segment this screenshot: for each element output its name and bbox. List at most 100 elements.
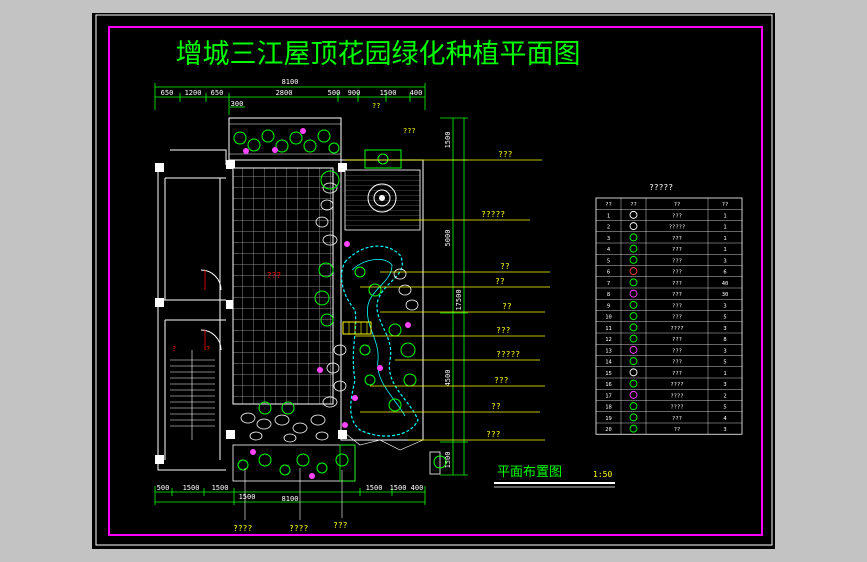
right-dim: 17500 — [455, 289, 463, 310]
legend-cell-qty: 3 — [723, 303, 726, 309]
top-dim: 1200 — [185, 89, 202, 97]
plan-subtitle: 平面布置图 — [497, 465, 562, 480]
callout: ?? — [500, 262, 510, 271]
planter-box — [364, 149, 402, 169]
legend-cell-qty: 3 — [723, 258, 726, 264]
plant-symbol-icon — [629, 289, 638, 298]
plant-symbol-icon — [629, 323, 638, 332]
legend-cell-qty: 3 — [723, 326, 726, 332]
plant-symbol-icon — [629, 390, 638, 399]
legend-cell-name: ??? — [672, 337, 682, 343]
legend-cell-name: ???? — [670, 326, 683, 332]
bottom-label: ???? — [233, 524, 252, 533]
plant-symbol-icon — [629, 379, 638, 388]
callout: ??? — [494, 376, 509, 385]
legend-cell-no: 18 — [605, 405, 612, 411]
legend-cell-name: ???? — [670, 393, 683, 399]
legend-cell-no: 1 — [607, 213, 610, 219]
callout: ????? — [496, 350, 520, 359]
top-label: ?? — [372, 102, 380, 110]
legend-cell-no: 3 — [607, 236, 610, 242]
legend-cell-no: 7 — [607, 281, 610, 287]
svg-text:?: ? — [206, 345, 210, 353]
right-top-label: ??? — [403, 127, 416, 135]
top-dim: 650 — [211, 89, 224, 97]
legend-header: ?? — [605, 202, 612, 208]
top-dim: 400 — [410, 89, 423, 97]
callout: ?? — [491, 402, 501, 411]
plant-symbol-icon — [629, 233, 638, 242]
bottom-label: ??? — [333, 521, 348, 530]
legend-cell-qty: 1 — [723, 213, 726, 219]
plant-symbol-icon — [629, 278, 638, 287]
legend-cell-name: ??? — [672, 292, 682, 298]
garden-plants — [258, 170, 417, 428]
plant-symbol-icon — [629, 413, 638, 422]
pond — [341, 245, 419, 437]
legend-header: ?? — [674, 202, 681, 208]
legend-cell-qty: 1 — [723, 236, 726, 242]
bottom-dimension-lines — [154, 486, 426, 505]
top-dim: 650 — [161, 89, 174, 97]
legend-cell-qty: 30 — [722, 292, 729, 298]
callout: ????? — [481, 210, 505, 219]
legend-cell-name: ??? — [672, 348, 682, 354]
legend-cell-qty: 3 — [723, 348, 726, 354]
legend-cell-no: 13 — [605, 348, 612, 354]
legend-cell-name: ??? — [672, 360, 682, 366]
inner-frame — [108, 26, 763, 536]
legend-cell-name: ?? — [674, 427, 681, 433]
bottom-labels: ???? ???? ??? — [233, 521, 348, 533]
bottom-dim: 400 — [411, 484, 424, 492]
legend-cell-name: ??? — [672, 281, 682, 287]
top-dim-total: 8100 — [282, 78, 299, 86]
callout-texts: ??? ????? ?? ?? ?? ??? ????? ??? ?? ??? — [481, 150, 520, 439]
right-dimension-texts: 1500 5000 17500 4500 1500 — [444, 132, 463, 469]
legend-cell-no: 10 — [605, 315, 612, 321]
legend-cell-name: ??? — [672, 315, 682, 321]
stepping-stones — [240, 182, 419, 443]
right-dimension-lines — [440, 117, 468, 476]
plant-symbol-icon — [629, 244, 638, 253]
bottom-plants — [237, 449, 349, 479]
outer-frame — [95, 14, 773, 546]
legend-cell-name: ???? — [670, 405, 683, 411]
top-hedge-plants — [233, 128, 340, 154]
legend-cell-qty: 6 — [723, 270, 726, 276]
legend-header: ?? — [722, 202, 729, 208]
legend-table: ????????1???12?????13???14???15???36???6… — [595, 197, 743, 435]
legend-cell-name: ??? — [672, 303, 682, 309]
legend-cell-no: 2 — [607, 225, 610, 231]
top-dimension-texts: 8100 650 1200 650 2800 500 900 1500 400 … — [161, 78, 423, 108]
paving-label: ??? — [267, 271, 282, 280]
top-dim: 1500 — [380, 89, 397, 97]
legend-cell-no: 9 — [607, 303, 610, 309]
drawing-sheet — [92, 13, 775, 549]
top-dimension-lines — [154, 83, 426, 115]
callout: ??? — [498, 150, 513, 159]
legend-cell-name: ??? — [672, 416, 682, 422]
bottom-dim-sub: 1500 — [239, 493, 256, 501]
legend-cell-no: 17 — [605, 393, 612, 399]
legend-cell-no: 6 — [607, 270, 610, 276]
legend-cell-qty: 8 — [723, 337, 726, 343]
callout: ??? — [496, 326, 511, 335]
legend-cell-qty: 40 — [722, 281, 729, 287]
drawing-title: 增城三江屋顶花园绿化种植平面图 — [176, 39, 581, 70]
legend-cell-qty: 2 — [723, 393, 726, 399]
right-dim: 1500 — [444, 452, 452, 469]
legend-cell-no: 8 — [607, 292, 610, 298]
legend-cell-qty: 1 — [723, 225, 726, 231]
legend-cell-no: 11 — [605, 326, 612, 332]
bottom-dim: 1500 — [390, 484, 407, 492]
legend-cell-no: 4 — [607, 247, 611, 253]
bottom-dim-total: 8100 — [282, 495, 299, 503]
legend-cell-qty: 1 — [723, 247, 726, 253]
legend-cell-no: 12 — [605, 337, 612, 343]
pergola — [228, 117, 342, 161]
top-dim: 500 — [328, 89, 341, 97]
callout: ?? — [495, 277, 505, 286]
top-dim: 900 — [348, 89, 361, 97]
